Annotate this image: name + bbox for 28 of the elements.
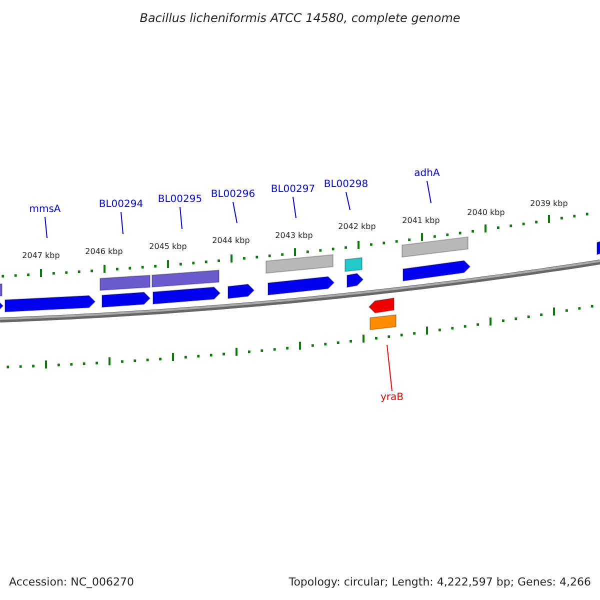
leader-line <box>120 212 124 234</box>
leader-line <box>292 196 296 218</box>
title: Bacillus licheniformis ATCC 14580, complete genome <box>140 12 460 24</box>
gene-label: BL00297 <box>270 184 316 196</box>
gene-label: BL00294 <box>98 199 144 211</box>
scale-label: 2040 kbp <box>467 209 505 217</box>
scale-label: 2045 kbp <box>149 243 187 251</box>
gene-label: BL00296 <box>210 189 256 201</box>
gene-label: mmsA <box>28 204 62 216</box>
leader-line <box>386 344 392 392</box>
scale-label: 2046 kbp <box>85 248 123 256</box>
scale-label: 2044 kbp <box>212 237 250 245</box>
footer-text: Accession: NC_006270 <box>9 576 134 588</box>
scale-label: 2042 kbp <box>338 223 376 231</box>
scale-label: 2039 kbp <box>530 200 568 208</box>
gene-label: BL00298 <box>322 179 370 191</box>
leader-line <box>346 192 350 210</box>
gene-label: BL00295 <box>156 194 204 206</box>
leader-line <box>426 180 432 204</box>
scale-label: 2047 kbp <box>22 252 60 260</box>
leader-line <box>232 202 238 224</box>
footer-text: Topology: circular; Length: 4,222,597 bp; Genes: 4,266 <box>288 576 591 588</box>
gene-label: yraB <box>379 392 405 404</box>
leader-line <box>180 206 182 230</box>
gene-label: adhA <box>413 168 441 180</box>
leader-line <box>44 216 48 238</box>
scale-label: 2043 kbp <box>275 232 313 240</box>
scale-label: 2041 kbp <box>402 217 440 225</box>
